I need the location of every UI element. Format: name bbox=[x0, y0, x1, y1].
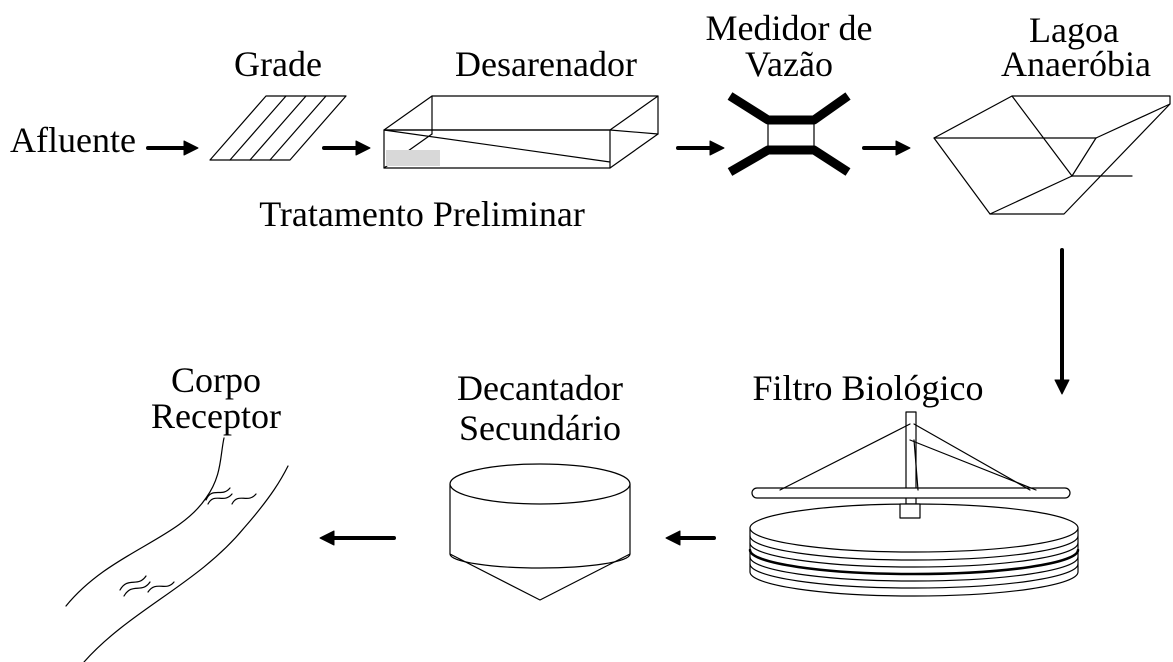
lagoa-anaerobia-label-line2: Anaeróbia bbox=[1001, 44, 1151, 84]
medidor-vazao-shape bbox=[727, 92, 851, 176]
water-wave-icon bbox=[205, 487, 233, 505]
lagoa-anaerobia-label-line1: Lagoa bbox=[1029, 10, 1119, 50]
arrow-medidor-to-lagoa bbox=[862, 140, 911, 156]
arrow-decantador-to-corpo bbox=[319, 530, 396, 546]
medidor-vazao-label-line1: Medidor de bbox=[705, 8, 873, 48]
desarenador-shape bbox=[383, 95, 659, 169]
grade-screen-shape bbox=[209, 95, 347, 161]
corpo-receptor-label-line2: Receptor bbox=[151, 396, 281, 436]
preliminary-treatment-label: Tratamento Preliminar bbox=[259, 194, 585, 234]
arrow-afluente-to-grade bbox=[146, 140, 199, 156]
decantador-secundario-label-line1: Decantador bbox=[457, 368, 623, 408]
filtro-biologico-label: Filtro Biológico bbox=[752, 368, 984, 408]
filtro-biologico-shape bbox=[748, 411, 1080, 597]
decantador-secundario-shape bbox=[449, 463, 631, 601]
water-wave-icon-2 bbox=[119, 575, 151, 597]
arrow-desarenador-to-medidor bbox=[676, 140, 725, 156]
arrow-filtro-to-decantador bbox=[665, 530, 716, 546]
afluente-label: Afluente bbox=[10, 120, 136, 160]
corpo-receptor-label-line1: Corpo bbox=[171, 360, 261, 400]
flow-arrows bbox=[146, 140, 1070, 546]
lagoa-anaerobia-shape bbox=[933, 95, 1171, 215]
arrow-lagoa-to-filtro bbox=[1054, 248, 1070, 395]
medidor-vazao-label-line2: Vazão bbox=[745, 44, 833, 84]
desarenador-label: Desarenador bbox=[455, 44, 637, 84]
corpo-receptor-shape bbox=[65, 437, 289, 662]
grade-label: Grade bbox=[234, 44, 322, 84]
arrow-grade-to-desarenador bbox=[322, 140, 371, 156]
decantador-secundario-label-line2: Secundário bbox=[459, 408, 621, 448]
